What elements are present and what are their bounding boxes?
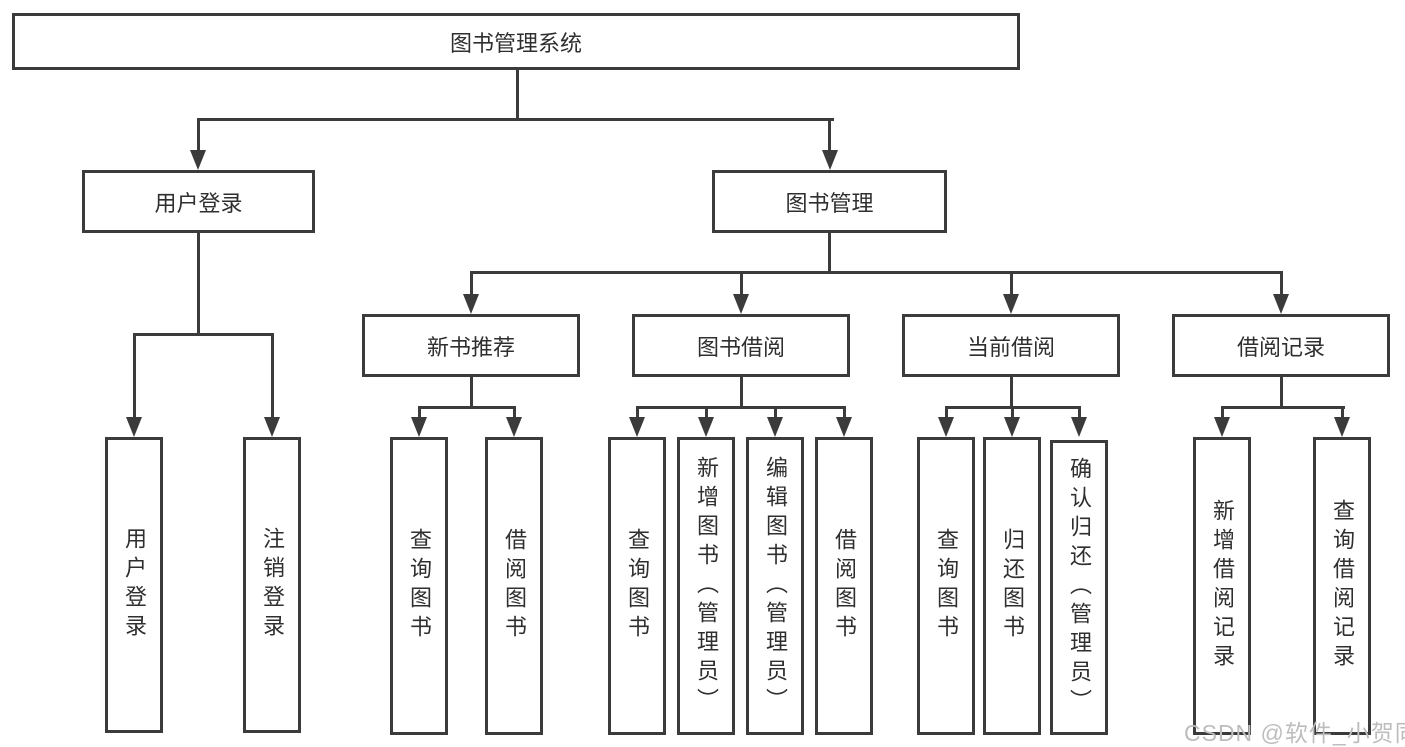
leaf-edit-books-admin: 编辑图书（管理员） <box>746 437 804 735</box>
node-current-borrowing: 当前借阅 <box>902 314 1120 377</box>
root-branch-hline <box>197 118 834 121</box>
leaf-query-books-recommend: 查询图书 <box>390 437 448 735</box>
book-management-stem-vline <box>828 233 831 273</box>
edge-to-book-management-vline <box>828 118 831 152</box>
book-borrowing-branch-hline <box>636 406 846 409</box>
arrowhead-down-icon <box>1004 417 1020 437</box>
leaf-query-books-current: 查询图书 <box>917 437 975 735</box>
arrowhead-down-icon <box>463 294 479 314</box>
edge-to-borrowing-records-vline <box>1280 271 1283 297</box>
arrowhead-down-icon <box>1003 294 1019 314</box>
node-borrowing-records: 借阅记录 <box>1172 314 1390 377</box>
leaf-borrow-books-recommend: 借阅图书 <box>485 437 543 735</box>
arrowhead-down-icon <box>411 417 427 437</box>
arrowhead-down-icon <box>506 417 522 437</box>
leaf-query-books-borrowing: 查询图书 <box>608 437 666 735</box>
arrowhead-down-icon <box>767 417 783 437</box>
new-book-recommend-branch-hline <box>418 406 516 409</box>
edge-vline <box>1341 406 1344 419</box>
node-library-management-system: 图书管理系统 <box>12 13 1020 70</box>
edge-to-current-borrowing-vline <box>1010 271 1013 297</box>
edge-to-leaf-logout-vline <box>271 333 274 419</box>
edge-vline <box>705 406 708 419</box>
leaf-user-login: 用户登录 <box>105 437 163 733</box>
arrowhead-down-icon <box>836 417 852 437</box>
node-user-login-branch: 用户登录 <box>82 170 315 233</box>
leaf-logout: 注销登录 <box>243 437 301 733</box>
edge-vline <box>418 406 421 419</box>
borrowing-records-stem-vline <box>1280 377 1283 408</box>
edge-to-book-borrowing-vline <box>740 271 743 297</box>
root-stem-vline <box>516 70 519 120</box>
arrowhead-down-icon <box>822 150 838 170</box>
arrowhead-down-icon <box>938 417 954 437</box>
current-borrowing-stem-vline <box>1010 377 1013 408</box>
edge-vline <box>774 406 777 419</box>
arrowhead-down-icon <box>264 417 280 437</box>
edge-vline <box>945 406 948 419</box>
leaf-borrow-books: 借阅图书 <box>815 437 873 735</box>
arrowhead-down-icon <box>126 417 142 437</box>
edge-vline <box>843 406 846 419</box>
edge-to-user-login-vline <box>197 118 200 152</box>
arrowhead-down-icon <box>733 294 749 314</box>
leaf-confirm-return-admin: 确认归还（管理员） <box>1050 440 1108 735</box>
book-management-branch-hline <box>470 271 1283 274</box>
node-book-management: 图书管理 <box>712 170 947 233</box>
arrowhead-down-icon <box>190 150 206 170</box>
arrowhead-down-icon <box>1071 417 1087 437</box>
leaf-query-borrow-record: 查询借阅记录 <box>1313 437 1371 735</box>
arrowhead-down-icon <box>698 417 714 437</box>
edge-vline <box>1221 406 1224 419</box>
borrowing-records-branch-hline <box>1221 406 1345 409</box>
edge-vline <box>1078 406 1081 419</box>
edge-to-leaf-user-login-vline <box>133 333 136 419</box>
user-login-branch-hline <box>133 333 274 336</box>
node-book-borrowing: 图书借阅 <box>632 314 850 377</box>
arrowhead-down-icon <box>1214 417 1230 437</box>
leaf-return-books: 归还图书 <box>983 437 1041 735</box>
csdn-watermark: CSDN @软件_小贺同学 <box>1184 720 1405 746</box>
node-new-book-recommend: 新书推荐 <box>362 314 580 377</box>
arrowhead-down-icon <box>1273 294 1289 314</box>
arrowhead-down-icon <box>1334 417 1350 437</box>
book-borrowing-stem-vline <box>740 377 743 408</box>
edge-vline <box>1011 406 1014 419</box>
leaf-add-borrow-record: 新增借阅记录 <box>1193 437 1251 735</box>
new-book-recommend-stem-vline <box>470 377 473 408</box>
edge-vline <box>513 406 516 419</box>
user-login-stem-vline <box>197 233 200 335</box>
leaf-add-books-admin: 新增图书（管理员） <box>677 437 735 735</box>
arrowhead-down-icon <box>629 417 645 437</box>
edge-vline <box>636 406 639 419</box>
edge-to-new-book-recommend-vline <box>470 271 473 297</box>
